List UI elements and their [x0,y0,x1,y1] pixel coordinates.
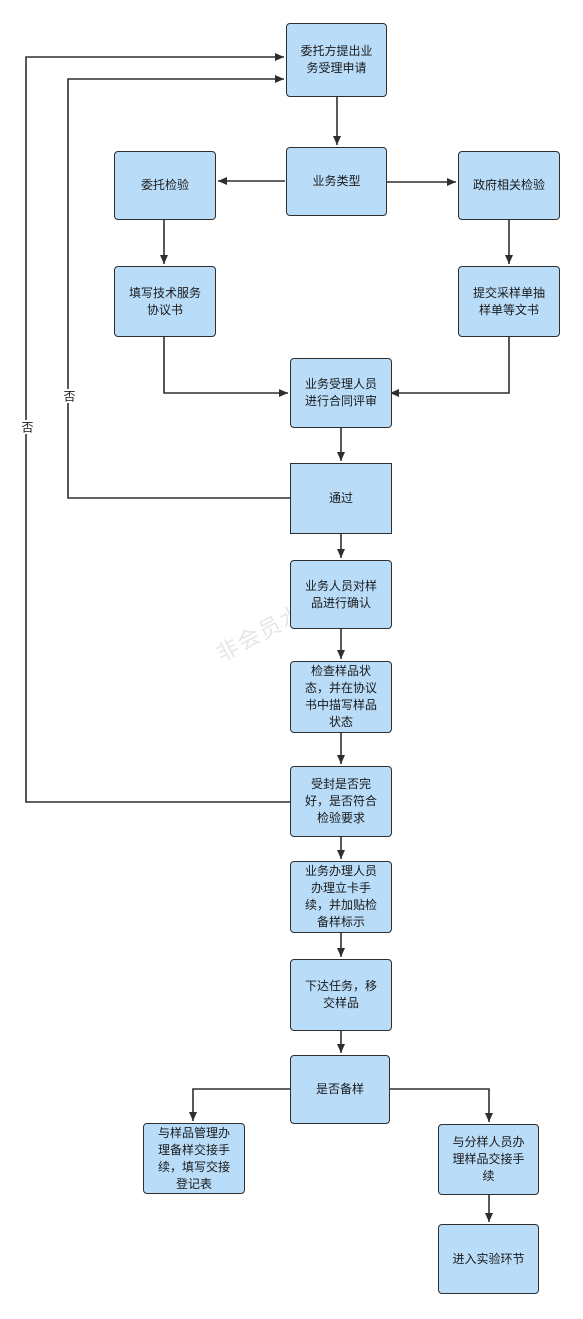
node-backup-sample[interactable]: 是否备样 [290,1055,390,1124]
node-pass[interactable]: 通过 [290,463,392,534]
node-apply[interactable]: 委托方提出业 务受理申请 [286,23,387,97]
node-backup-handover[interactable]: 与样品管理办 理备样交接手 续，填写交接 登记表 [143,1123,245,1194]
node-gov-inspection[interactable]: 政府相关检验 [458,151,560,220]
node-enter-lab[interactable]: 进入实验环节 [438,1224,539,1294]
edge-submit-to-review [390,337,510,397]
node-business-type[interactable]: 业务类型 [286,147,387,216]
edge-label-no-inner: 否 [61,389,78,403]
node-submit-documents[interactable]: 提交采样单抽 样单等文书 [458,266,560,337]
node-seal-check[interactable]: 受封是否完 好，是否符合 检验要求 [290,766,392,837]
node-fill-agreement[interactable]: 填写技术服务 协议书 [114,266,216,337]
edge-label-no-outer: 否 [19,420,36,434]
node-assign-task[interactable]: 下达任务，移 交样品 [290,959,392,1031]
node-contract-review[interactable]: 业务受理人员 进行合同评审 [290,358,392,428]
node-card-registration[interactable]: 业务办理人员 办理立卡手 续，并加贴检 备样标示 [290,861,392,933]
edge-fill-to-review [163,337,288,397]
node-confirm-sample[interactable]: 业务人员对样 品进行确认 [290,560,392,629]
edge-backup-to-right [390,1088,493,1122]
node-inspect-sample[interactable]: 检查样品状 态，并在协议 书中描写样品 状态 [290,661,392,733]
edge-backup-to-left [189,1088,290,1121]
edge-pass-no-to-apply [67,75,290,499]
node-sample-handover[interactable]: 与分样人员办 理样品交接手 续 [438,1124,539,1195]
node-entrust-inspection[interactable]: 委托检验 [114,151,216,220]
